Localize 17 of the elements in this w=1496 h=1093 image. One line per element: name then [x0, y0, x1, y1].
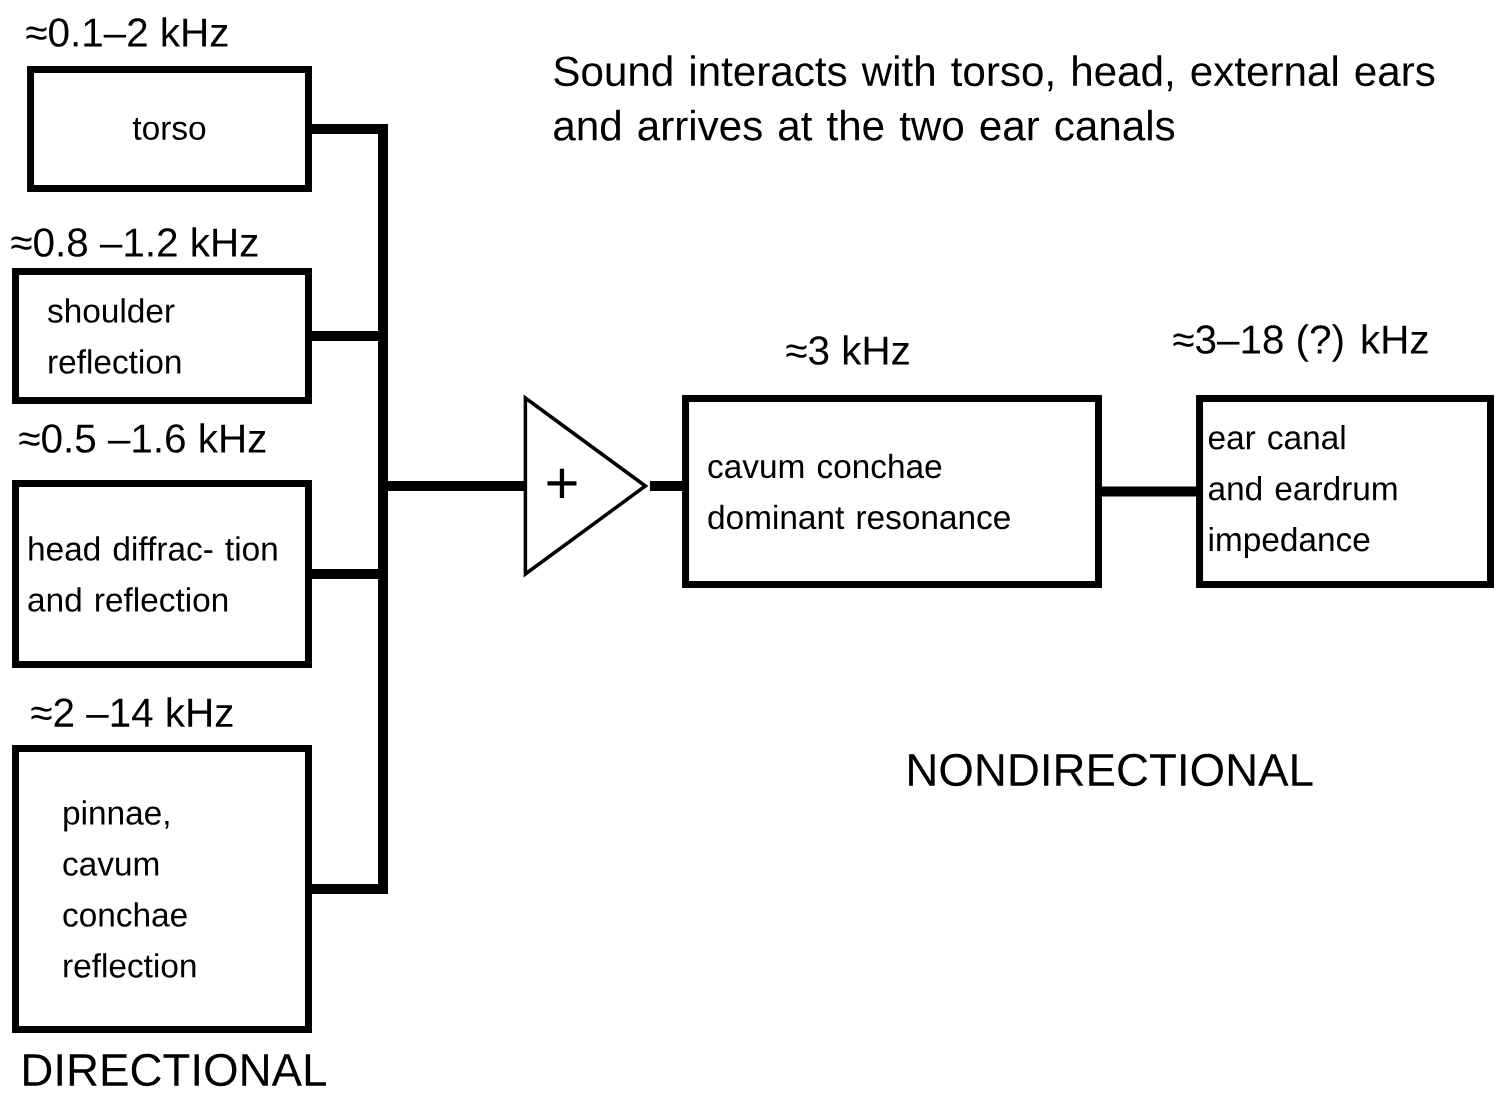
connector-line — [312, 481, 524, 894]
caption-text: Sound interacts with torso, head, external ears and arrives at the two ear canals — [554, 55, 1435, 141]
process-box: torso — [27, 66, 312, 192]
process-box: shoulder reflection — [12, 268, 312, 404]
connector-line — [1101, 486, 1197, 497]
process-box: ear canal and eardrum impedance — [1196, 395, 1494, 588]
process-box: head diffrac- tion and reflection — [12, 480, 312, 668]
frequency-label: ≈3–18 (?) kHz — [1173, 324, 1428, 362]
group-label: NONDIRECTIONAL — [909, 753, 1313, 787]
process-box: pinnae, cavum conchae reflection — [12, 745, 312, 1033]
frequency-label: ≈0.5 –1.6 kHz — [19, 423, 266, 453]
frequency-label: ≈3 kHz — [786, 335, 909, 365]
frequency-label: ≈2 –14 kHz — [31, 697, 233, 727]
connector-line — [649, 481, 683, 491]
frequency-label: ≈0.1–2 kHz — [26, 17, 228, 47]
process-box: cavum conchae dominant resonance — [682, 395, 1102, 588]
frequency-label: ≈0.8 –1.2 kHz — [11, 227, 258, 257]
